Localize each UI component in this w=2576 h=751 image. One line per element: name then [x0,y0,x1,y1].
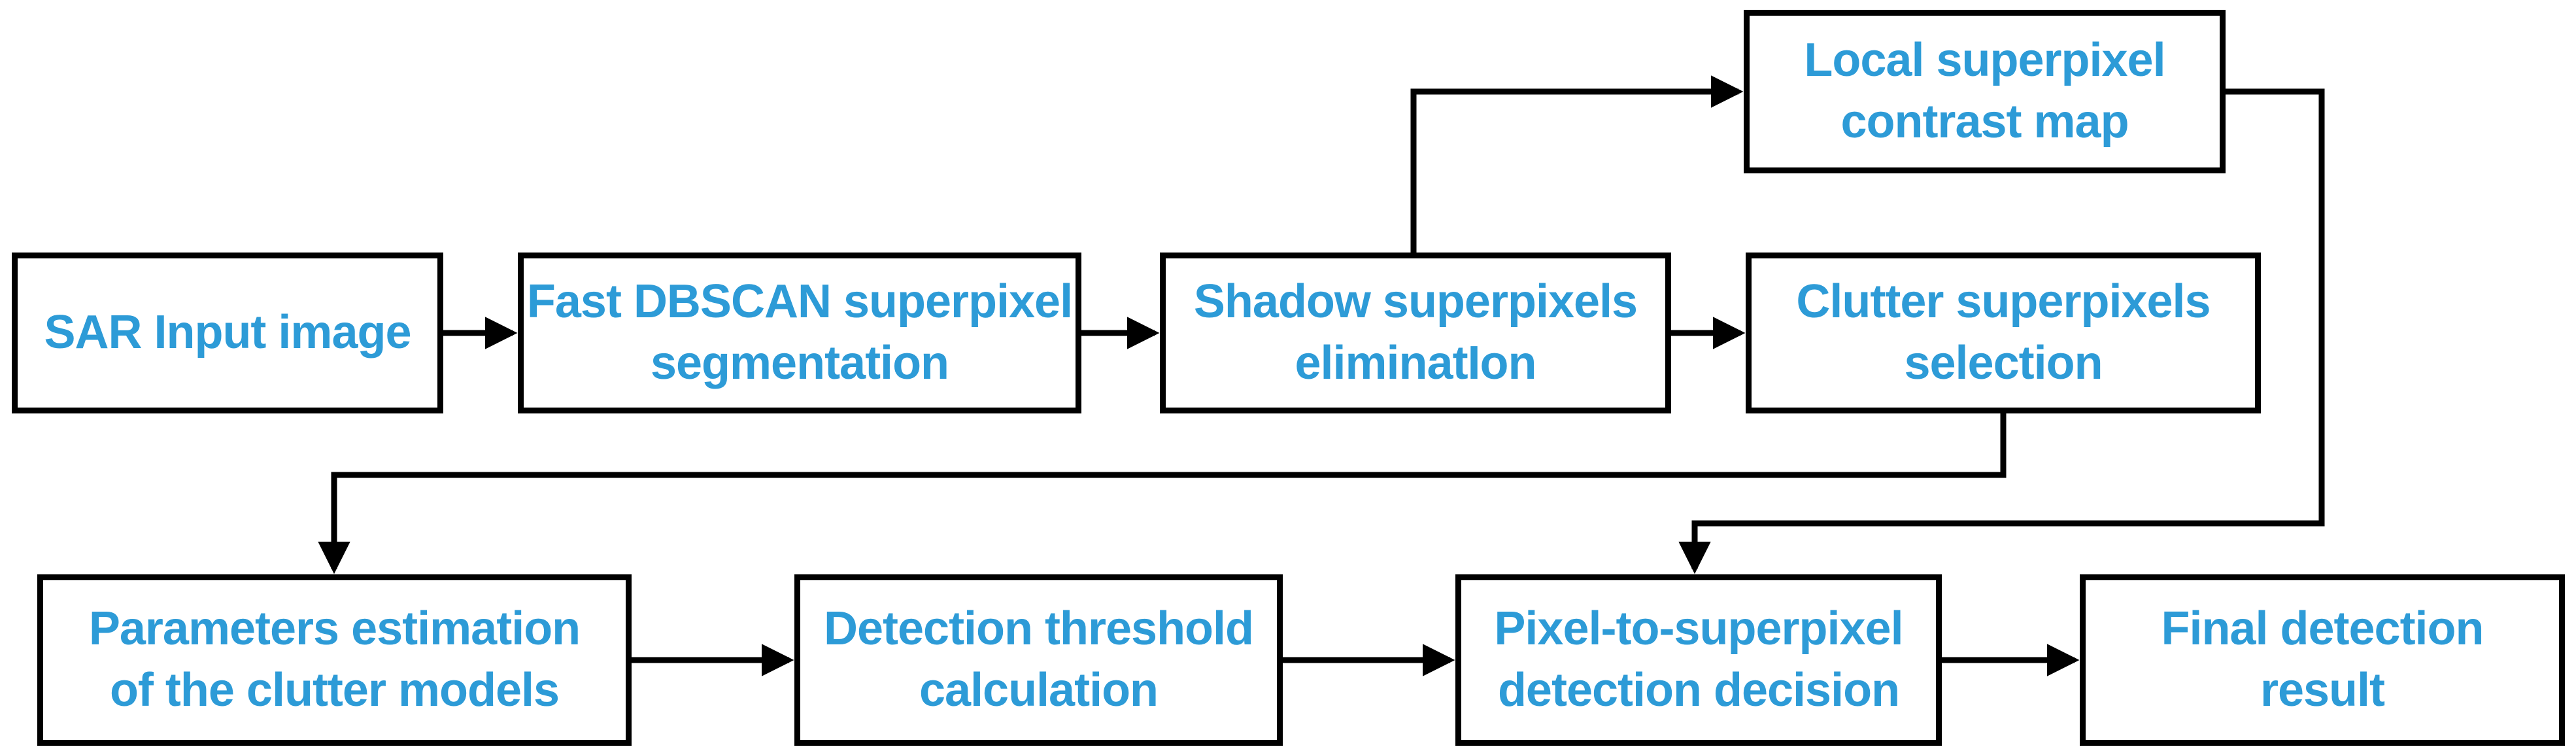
flow-node-label-line: selection [1904,337,2103,389]
flow-node-fast-dbscan-superpixel-segmentation: Fast DBSCAN superpixel segmentation [518,253,1081,413]
flow-node-label-line: of the clutter models [109,664,560,716]
flow-node-label-line: result [2260,664,2385,716]
flow-node-label-line: calculation [919,664,1159,716]
flow-node-label-line: Detection threshold [823,603,1254,655]
flow-node-clutter-superpixels-selection: Clutter superpixels selection [1746,253,2261,413]
flow-node-label-line: detection decision [1497,664,1900,716]
flow-node-label-line: Fast DBSCAN superpixel [526,275,1073,328]
flow-node-label-line: Clutter superpixels [1796,275,2211,328]
flow-node-label-line: Pixel-to-superpixel [1494,603,1903,655]
connector-shadow-superpixels-elimination-to-local-superpixel-contrast-map [1410,75,1744,253]
flow-node-label-line: Shadow superpixels [1193,275,1638,328]
flow-node-sar-input-image: SAR Input image [12,253,443,413]
flow-node-shadow-superpixels-elimination: Shadow superpixels eliminatIon [1160,253,1671,413]
flow-node-parameters-estimation-of-the-clutter-models: Parameters estimation of the clutter mode… [37,574,632,746]
flow-node-local-superpixel-contrast-map: Local superpixel contrast map [1744,10,2226,173]
flow-node-label-line: Parameters estimation [88,603,581,655]
flow-node-pixel-to-superpixel-detection-decision: Pixel-to-superpixel detection decision [1455,574,1942,746]
connector-local-superpixel-contrast-map-to-pixel-to-superpixel-detection-decision [1678,88,2325,574]
flow-node-label-line: contrast map [1840,96,2129,148]
flow-node-label-line: Final detection [2161,603,2484,655]
flow-node-label-line: SAR Input image [44,306,411,359]
flow-node-label-line: segmentation [650,337,949,389]
flow-node-label-line: Local superpixel [1804,34,2165,87]
flow-node-final-detection-result: Final detection result [2080,574,2565,746]
connector-clutter-superpixels-selection-to-parameters-estimation-of-the-clutter-models [318,413,2007,574]
flow-node-detection-threshold-calculation: Detection threshold calculation [794,574,1283,746]
flow-node-label-line: eliminatIon [1295,337,1536,389]
